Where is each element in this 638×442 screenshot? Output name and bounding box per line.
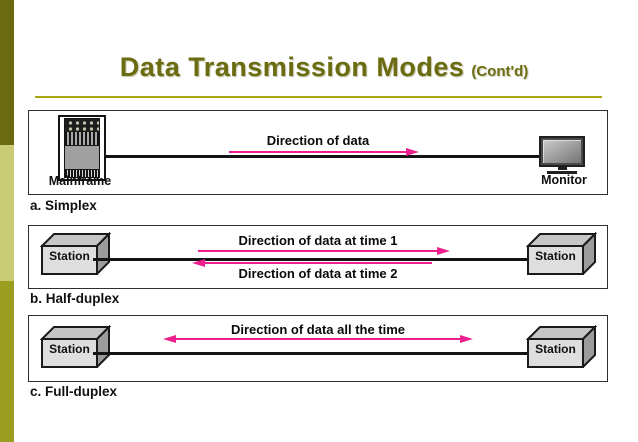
station-label: Station bbox=[49, 342, 90, 356]
caption-full-duplex: c. Full-duplex bbox=[30, 384, 118, 399]
station-3d-box-icon bbox=[525, 231, 598, 277]
mainframe-label: Mainframe bbox=[48, 174, 112, 188]
arrow-label-all-the-time: Direction of data all the time bbox=[230, 322, 406, 337]
mainframe-body bbox=[64, 118, 100, 178]
station-node-left: Station bbox=[39, 324, 112, 370]
station-node-right: Station bbox=[525, 231, 598, 277]
caption-simplex: a. Simplex bbox=[30, 198, 97, 213]
monitor-neck bbox=[557, 167, 567, 170]
mainframe-panel bbox=[65, 145, 99, 170]
monitor-base bbox=[547, 171, 577, 174]
monitor-screen bbox=[539, 136, 585, 167]
station-label: Station bbox=[535, 342, 576, 356]
mainframe-icon bbox=[58, 115, 106, 181]
title-underline bbox=[35, 96, 602, 98]
station-3d-box-icon bbox=[39, 324, 112, 370]
station-3d-box-icon bbox=[39, 231, 112, 277]
mainframe-vents bbox=[65, 132, 99, 145]
monitor-label: Monitor bbox=[541, 173, 587, 187]
caption-half-duplex: b. Half-duplex bbox=[30, 291, 120, 306]
station-node-right: Station bbox=[525, 324, 598, 370]
arrow-label-direction-of-data: Direction of data bbox=[266, 133, 370, 148]
page-title-suffix: (Cont'd) bbox=[471, 63, 529, 80]
direction-arrow-right-icon bbox=[229, 148, 419, 156]
monitor-icon bbox=[539, 136, 585, 174]
page-title: Data Transmission Modes bbox=[119, 52, 465, 82]
station-label: Station bbox=[535, 249, 576, 263]
sidebar-segment-light bbox=[0, 145, 14, 281]
transmission-line bbox=[104, 155, 541, 158]
mainframe-stripes bbox=[65, 170, 99, 177]
arrow-label-time-1: Direction of data at time 1 bbox=[238, 233, 398, 248]
mainframe-tape-drives bbox=[65, 119, 99, 132]
half-duplex-diagram-panel: Station Station Direction of data at tim… bbox=[28, 225, 608, 289]
title-block: Data Transmission Modes (Cont'd) bbox=[22, 52, 626, 83]
station-node-left: Station bbox=[39, 231, 112, 277]
transmission-line bbox=[93, 258, 527, 261]
direction-arrow-both-icon bbox=[163, 335, 473, 343]
direction-arrow-right-icon bbox=[198, 247, 450, 255]
arrow-label-time-2: Direction of data at time 2 bbox=[238, 266, 398, 281]
transmission-line bbox=[93, 352, 527, 355]
sidebar-accent-bar bbox=[0, 0, 14, 442]
sidebar-segment-mid bbox=[0, 281, 14, 442]
simplex-diagram-panel: Mainframe Monitor Direction of data bbox=[28, 110, 608, 195]
direction-arrow-left-icon bbox=[192, 259, 432, 267]
full-duplex-diagram-panel: Station Station Direction of data all th… bbox=[28, 315, 608, 382]
station-label: Station bbox=[49, 249, 90, 263]
station-3d-box-icon bbox=[525, 324, 598, 370]
sidebar-segment-dark bbox=[0, 0, 14, 145]
